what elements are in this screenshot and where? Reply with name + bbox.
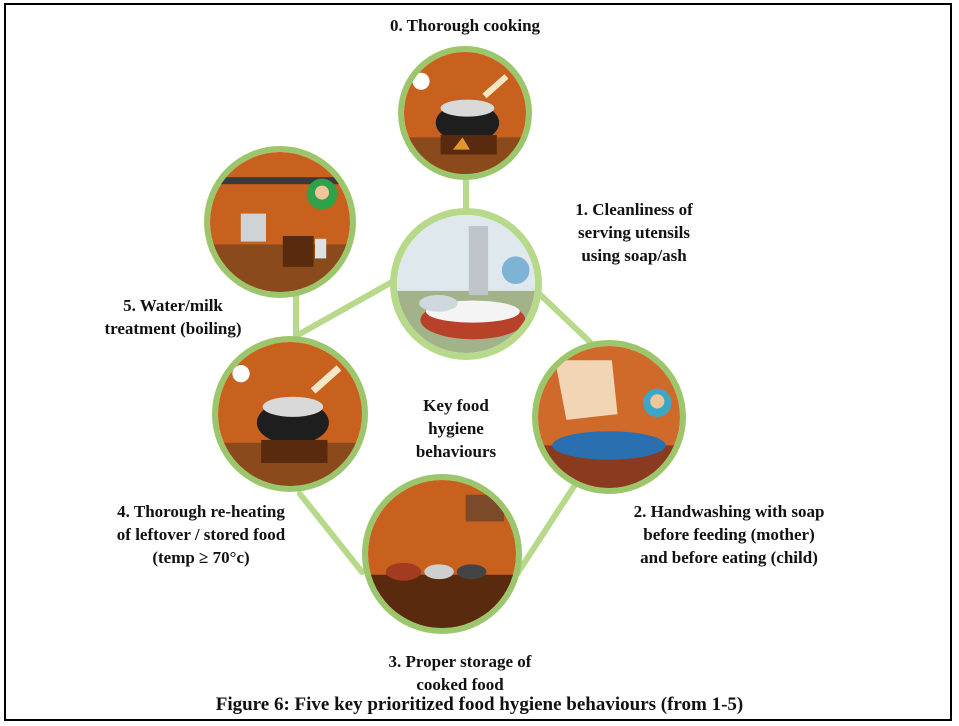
- label-step-5-line-1: 5. Water/milk: [123, 296, 223, 315]
- clean-utensils-illustration: [390, 208, 542, 360]
- label-step-0: 0. Thorough cooking: [340, 14, 590, 37]
- label-step-5-line-2: treatment (boiling): [104, 319, 242, 338]
- label-step-0-line: 0. Thorough cooking: [389, 16, 541, 35]
- food-storage-illustration: [362, 474, 522, 634]
- handwashing-illustration: [532, 340, 686, 494]
- reheating-food-illustration: [212, 336, 368, 492]
- handwashing-soap-icon: [538, 346, 680, 488]
- label-center: Key food hygiene behaviours: [386, 394, 526, 463]
- label-step-5: 5. Water/milk treatment (boiling): [68, 294, 278, 340]
- washing-utensils-icon: [397, 215, 535, 353]
- label-step-1: 1. Cleanliness of serving utensils using…: [536, 198, 732, 267]
- cooking-stove-icon: [404, 52, 526, 174]
- label-step-1-line-3: using soap/ash: [581, 246, 687, 265]
- label-center-line-1: Key food: [423, 396, 489, 415]
- label-step-2-line-3: and before eating (child): [640, 548, 818, 567]
- water-milk-boiling-illustration: [204, 146, 356, 298]
- label-step-1-line-2: serving utensils: [578, 223, 690, 242]
- label-step-4-line-1: 4. Thorough re-heating: [117, 502, 285, 521]
- label-step-4: 4. Thorough re-heating of leftover / sto…: [76, 500, 326, 569]
- label-step-2-line-2: before feeding (mother): [643, 525, 815, 544]
- covered-food-storage-icon: [368, 480, 516, 628]
- kettle-boiling-icon: [210, 152, 350, 292]
- thorough-cooking-illustration: [398, 46, 532, 180]
- label-step-1-line-1: 1. Cleanliness of: [575, 200, 693, 219]
- label-step-2: 2. Handwashing with soap before feeding …: [598, 500, 860, 569]
- reheating-stove-icon: [218, 342, 362, 486]
- label-center-line-2: hygiene: [428, 419, 484, 438]
- label-center-line-3: behaviours: [415, 442, 497, 461]
- figure-caption: Figure 6: Five key prioritized food hygi…: [215, 694, 744, 715]
- label-step-2-line-1: 2. Handwashing with soap: [633, 502, 825, 521]
- label-step-3-line-1: 3. Proper storage of: [388, 652, 532, 671]
- label-step-4-line-3: (temp ≥ 70°c): [152, 548, 250, 567]
- label-step-3-line-2: cooked food: [416, 675, 504, 694]
- label-step-4-line-2: of leftover / stored food: [116, 525, 286, 544]
- label-step-3: 3. Proper storage of cooked food: [340, 650, 580, 696]
